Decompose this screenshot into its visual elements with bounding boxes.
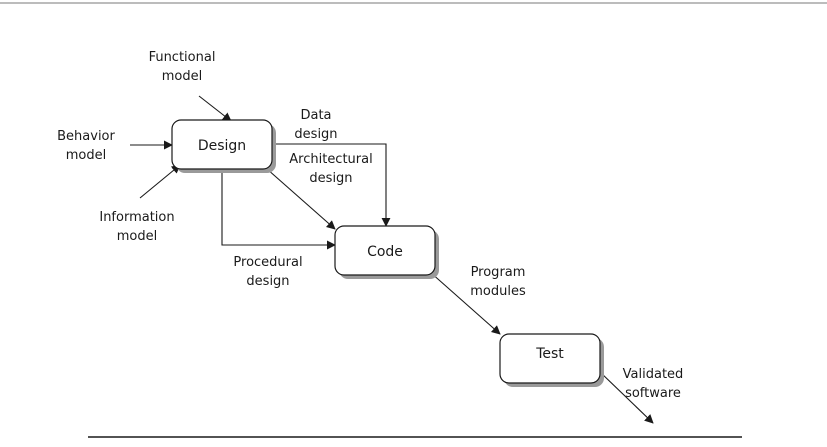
label-functional-model: Functional model — [149, 50, 216, 84]
svg-text:Behavior: Behavior — [57, 129, 115, 144]
svg-text:Architectural: Architectural — [289, 152, 372, 167]
edge-program-modules — [429, 271, 501, 335]
svg-text:design: design — [246, 274, 289, 289]
svg-text:Information: Information — [99, 210, 174, 225]
svg-text:design: design — [309, 171, 352, 186]
label-architectural-design: Architectural design — [289, 152, 372, 186]
edge-data-design — [272, 143, 391, 227]
edge-procedural-design — [221, 169, 336, 250]
svg-text:software: software — [625, 386, 681, 401]
label-procedural-design: Procedural design — [233, 255, 302, 289]
svg-text:Functional: Functional — [149, 50, 216, 65]
svg-text:modules: modules — [470, 284, 526, 299]
label-program-modules: Program modules — [470, 265, 526, 299]
svg-text:design: design — [294, 127, 337, 142]
edge-validated-software — [599, 371, 654, 424]
label-information-model: Information model — [99, 210, 174, 244]
node-design: Design — [171, 119, 276, 173]
edge-information-model — [139, 164, 181, 199]
label-validated-software: Validated software — [623, 367, 684, 401]
svg-text:model: model — [66, 148, 106, 163]
svg-text:Validated: Validated — [623, 367, 684, 382]
svg-text:Program: Program — [471, 265, 526, 280]
node-test-label: Test — [535, 346, 564, 362]
label-data-design: Data design — [294, 108, 337, 142]
svg-text:Data: Data — [300, 108, 331, 123]
label-behavior-model: Behavior model — [57, 129, 115, 163]
node-code: Code — [334, 225, 439, 279]
node-test: Test — [499, 333, 604, 387]
edge-architectural-design — [266, 168, 336, 230]
node-design-label: Design — [198, 138, 246, 154]
svg-text:model: model — [162, 69, 202, 84]
svg-text:model: model — [117, 229, 157, 244]
node-code-label: Code — [367, 244, 403, 260]
svg-text:Procedural: Procedural — [233, 255, 302, 270]
edge-functional-model — [198, 95, 232, 122]
